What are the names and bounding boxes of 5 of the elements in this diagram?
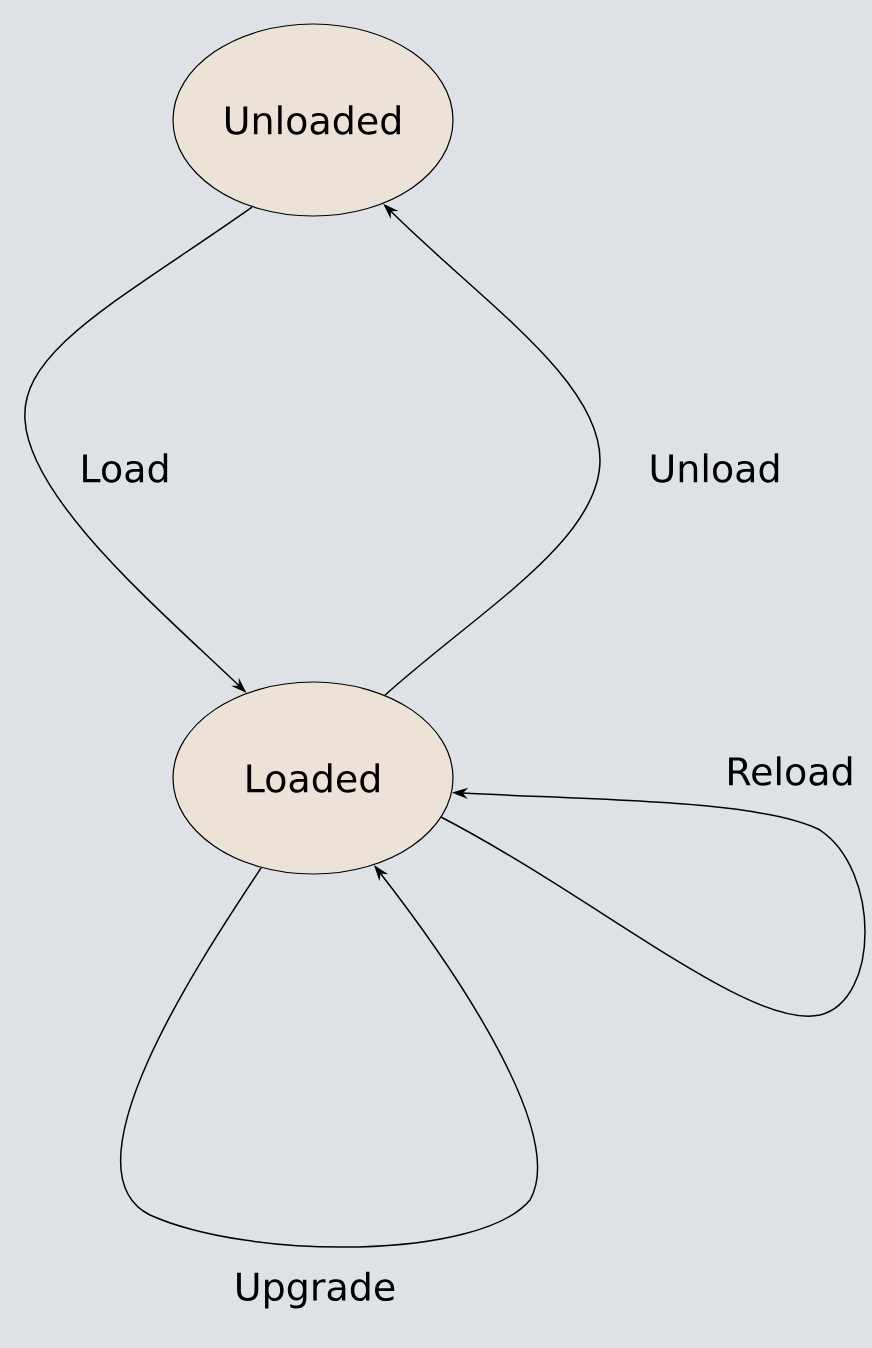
edge-label: Load [83,453,168,483]
edge-label: Upgrade [237,1271,395,1309]
arrow [24,206,253,693]
edge-label: Reload [729,756,852,786]
edge-label: Unload [651,453,779,483]
